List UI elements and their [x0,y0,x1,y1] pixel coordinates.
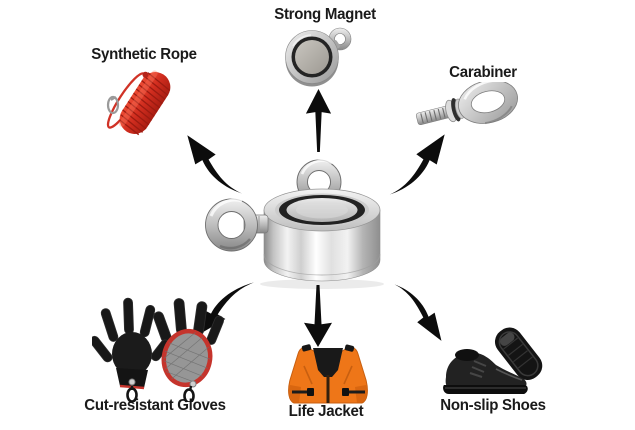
arrow-curved-down-right-icon [394,284,442,341]
label-life-jacket: Life Jacket [288,403,364,420]
item-carabiner [415,82,525,140]
item-synthetic-rope [100,66,186,144]
item-strong-magnet [283,26,359,90]
label-non-slip-shoes: Non-slip Shoes [440,397,546,414]
label-strong-magnet: Strong Magnet [274,6,376,23]
label-carabiner: Carabiner [449,64,517,81]
item-non-slip-shoes [436,325,558,403]
arrow-curved-up-right-icon [389,134,445,195]
item-cut-resistant-gloves [92,296,237,402]
gloves-icon [92,297,225,402]
center-product [198,150,390,292]
label-synthetic-rope: Synthetic Rope [91,46,197,63]
item-life-jacket [282,342,374,408]
arrow-down-icon [304,285,332,347]
red-rope-coil-icon [106,70,171,136]
magnet-top-view-icon [285,27,352,87]
eye-bolt-icon [415,82,518,126]
arrow-curved-down-left-icon [194,282,255,337]
arrow-up-icon [305,89,332,152]
shoes-icon [443,327,543,394]
arrow-curved-up-left-icon [187,135,243,194]
life-jacket-icon [288,344,368,404]
double-eyebolt-fishing-magnet-icon [205,159,384,289]
